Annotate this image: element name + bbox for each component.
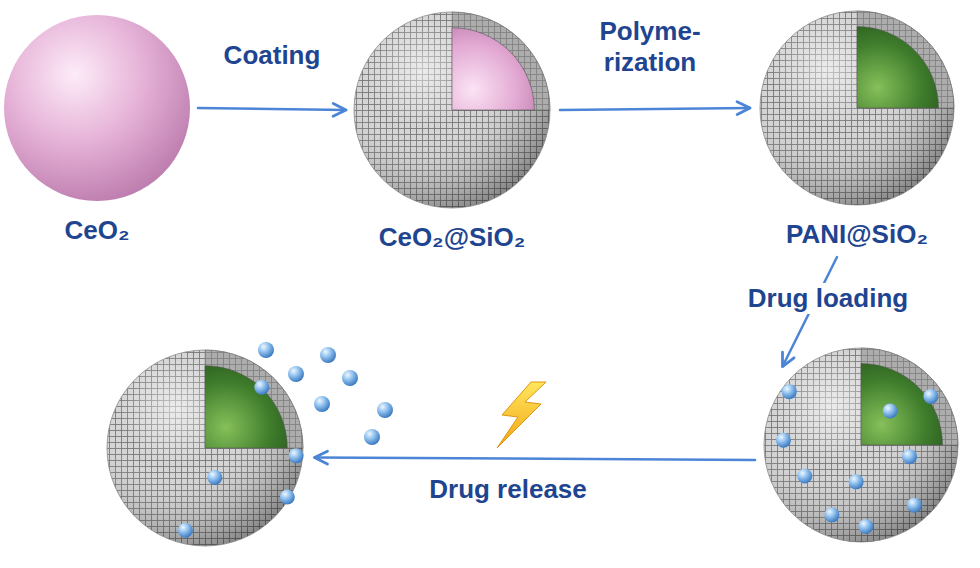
nanosphere: PANI@SiO₂ [760, 11, 954, 249]
step-label: Polyme- rization [581, 16, 719, 78]
step-label: Drug loading [744, 283, 912, 314]
step-label: Drug release [425, 474, 591, 505]
drug-molecule [902, 449, 917, 464]
drug-molecule [288, 366, 304, 382]
shell-shading [107, 350, 303, 546]
silica-shell [354, 12, 550, 208]
shell-cutaway-mesh [205, 350, 303, 448]
drug-molecule [258, 342, 274, 358]
shell-shading [760, 11, 954, 205]
drug-molecule [776, 433, 791, 448]
shell-shading [764, 348, 958, 542]
sphere-label: PANI@SiO₂ [760, 219, 954, 249]
drug-molecule [883, 404, 898, 419]
shell-cutaway [205, 350, 303, 448]
shell-cutaway-mesh [452, 12, 550, 110]
shell-cutaway [861, 348, 958, 445]
silica-shell [764, 348, 958, 542]
drug-molecule [782, 384, 797, 399]
ceria-core [452, 28, 534, 110]
polyaniline-core [857, 27, 938, 108]
drug-molecule [858, 519, 873, 534]
sphere-illustration [107, 350, 303, 546]
shell-cutaway [452, 12, 550, 110]
drug-molecule [289, 448, 304, 463]
sphere-label: CeO₂@SiO₂ [354, 222, 550, 252]
drug-molecule [207, 470, 222, 485]
process-arrow [198, 108, 346, 110]
drug-molecule [907, 498, 922, 513]
drug-molecule [320, 347, 336, 363]
drug-molecule [280, 490, 295, 505]
drug-molecule [797, 469, 812, 484]
nanosphere: CeO₂ [4, 15, 190, 245]
step-label: Coating [220, 40, 325, 71]
silica-shell [760, 11, 954, 205]
drug-molecule [342, 370, 358, 386]
drug-molecule [364, 429, 380, 445]
drug-molecule [849, 474, 864, 489]
nanosphere: CeO₂@SiO₂ [354, 12, 550, 252]
shell-cutaway [857, 11, 954, 108]
sphere-illustration [764, 348, 958, 542]
shell-cutaway-mesh [861, 348, 958, 445]
process-arrow [315, 458, 755, 460]
ceria-core [4, 15, 190, 201]
nanosphere [107, 350, 303, 546]
lightning-bolt [497, 382, 546, 448]
sphere-illustration [4, 15, 190, 201]
polyaniline-core [861, 364, 942, 445]
sphere-illustration [760, 11, 954, 205]
drug-molecule [314, 396, 330, 412]
drug-molecule [254, 380, 269, 395]
sphere-illustration [354, 12, 550, 208]
shell-cutaway-mesh [857, 11, 954, 108]
nanosphere [764, 348, 958, 542]
sphere-label: CeO₂ [4, 215, 190, 245]
shell-shading [354, 12, 550, 208]
silica-shell [107, 350, 303, 546]
process-arrow [560, 108, 750, 110]
drug-molecule [178, 523, 193, 538]
drug-molecule [377, 402, 393, 418]
drug-molecule [824, 507, 839, 522]
drug-molecule [923, 389, 938, 404]
polyaniline-core [205, 366, 287, 448]
